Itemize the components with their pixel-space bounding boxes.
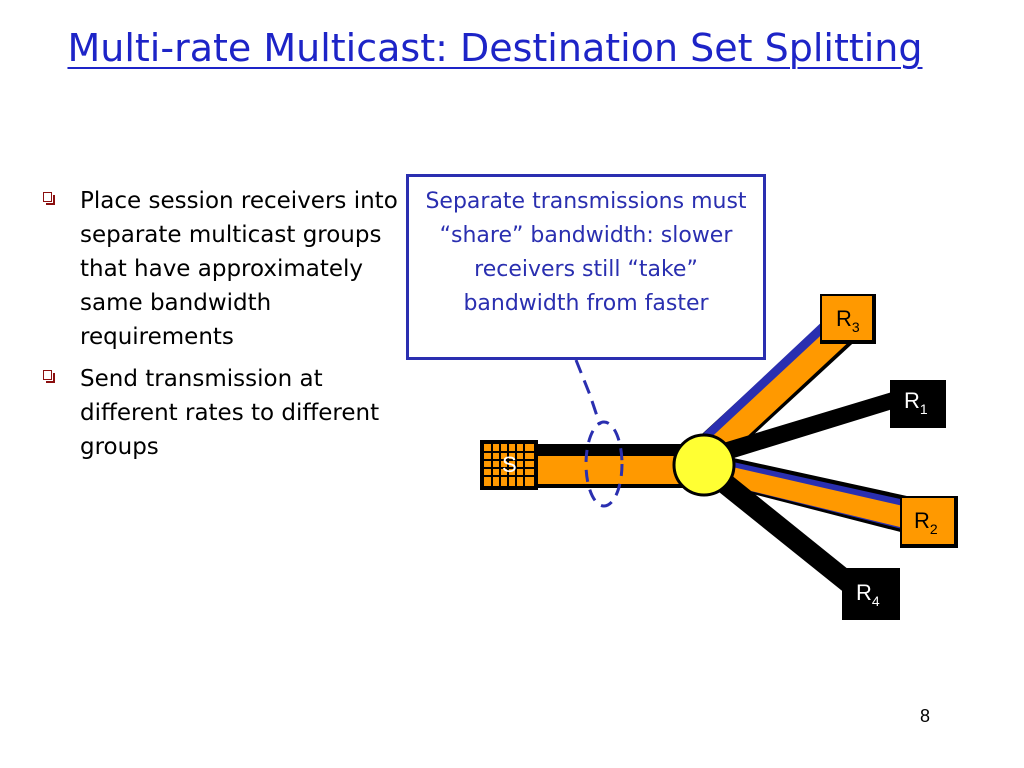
checkbox-bullet-icon [43, 192, 55, 205]
svg-text:R3: R3 [836, 306, 860, 335]
page-number: 8 [920, 706, 931, 726]
bullet-item: Send transmission at different rates to … [42, 362, 412, 464]
receiver-r4: R4 [842, 568, 900, 620]
router-node [672, 433, 736, 497]
receiver-r2: R2 [900, 496, 958, 548]
slide-title: Multi-rate Multicast: Destination Set Sp… [67, 26, 923, 70]
shared-link-ellipse [584, 420, 624, 508]
receiver-r2-label: R [914, 508, 930, 533]
receiver-r2-sub: 2 [930, 521, 938, 537]
receiver-r3-sub: 3 [852, 319, 860, 335]
bullet-text: Send transmission at different rates to … [80, 366, 380, 460]
receiver-r4-label: R [856, 580, 872, 605]
receiver-r1: R1 [890, 380, 946, 428]
callout-connector [574, 359, 602, 426]
callout-box: Separate transmissions must “share” band… [406, 174, 766, 360]
svg-text:R4: R4 [856, 580, 880, 609]
receiver-r1-label: R [904, 388, 920, 413]
receiver-r3: R3 [820, 294, 876, 344]
bullet-text: Place session receivers into separate mu… [80, 188, 398, 350]
svg-text:R2: R2 [914, 508, 938, 537]
link-to-r2 [706, 452, 916, 536]
checkbox-bullet-icon [43, 370, 55, 383]
link-to-r4 [704, 466, 864, 594]
receiver-r3-label: R [836, 306, 852, 331]
bullet-list: Place session receivers into separate mu… [42, 184, 412, 472]
receiver-r1-sub: 1 [920, 401, 928, 417]
receiver-r4-sub: 4 [872, 593, 880, 609]
link-from-source [530, 444, 692, 488]
source-label: S [502, 452, 517, 477]
source-node: S [480, 440, 538, 490]
link-to-r1 [700, 392, 896, 466]
bullet-item: Place session receivers into separate mu… [42, 184, 412, 354]
svg-text:R1: R1 [904, 388, 928, 417]
